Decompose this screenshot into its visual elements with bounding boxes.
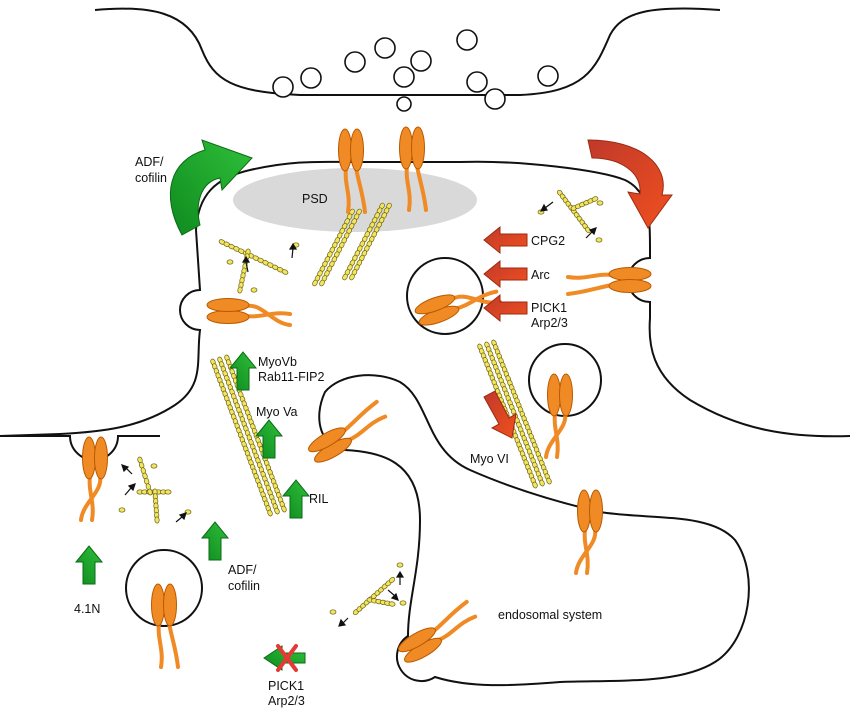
ampa-receptor <box>206 298 292 327</box>
actin-monomer <box>250 287 258 293</box>
ampa-receptor <box>308 399 388 463</box>
ampa-receptor <box>414 289 503 326</box>
actin-monomer <box>118 507 126 513</box>
psd-label: PSD <box>302 192 328 206</box>
arc-label: Arc <box>531 268 550 282</box>
curved-red-arrow-icon <box>587 139 673 229</box>
red-arrows-left <box>483 225 528 323</box>
red-arrow-icon <box>483 225 528 255</box>
green-arrow-icon <box>228 351 258 391</box>
green-arrows-up <box>74 351 311 585</box>
green-arrow-icon <box>281 479 311 519</box>
actin-monomer <box>399 600 407 606</box>
actin-filament <box>491 339 552 485</box>
actin-monomer <box>596 200 604 206</box>
vesicle <box>537 65 559 87</box>
red-arrow-icon <box>483 293 528 323</box>
protein-41n-label: 4.1N <box>74 602 100 616</box>
pick1-arp23-right-label: PICK1 Arp2/3 <box>531 301 571 330</box>
actin-filament <box>319 208 362 287</box>
vesicle <box>344 51 366 73</box>
actin-filaments <box>118 189 604 615</box>
red-arrow-icon <box>483 259 528 289</box>
curved-green-arrow-icon <box>169 139 253 236</box>
spine-neck-left <box>0 229 202 437</box>
green-arrow-icon <box>200 521 230 561</box>
ril-label: RIL <box>309 492 329 506</box>
actin-filament <box>352 577 396 615</box>
cpg2-label: CPG2 <box>531 234 565 248</box>
actin-filament <box>237 248 251 294</box>
recycling-vesicle-bottom <box>125 549 203 627</box>
presynaptic-membrane <box>94 7 721 96</box>
synaptic-vesicles <box>272 29 559 112</box>
fusing-vesicle <box>396 96 412 112</box>
adf-cofilin-top-label: ADF/ cofilin <box>135 155 167 185</box>
vesicle <box>466 71 488 93</box>
ampa-receptor <box>151 583 180 669</box>
vesicle <box>484 88 506 110</box>
actin-monomer <box>595 237 603 243</box>
actin-filament <box>217 356 280 515</box>
vesicle <box>456 29 478 51</box>
actin-filament <box>152 488 160 524</box>
endocytic-vesicles <box>125 257 602 627</box>
vesicle <box>410 50 432 72</box>
vesicle <box>272 76 294 98</box>
ampa-receptor <box>574 489 603 575</box>
green-arrow-icon <box>254 419 284 459</box>
actin-filament <box>137 456 153 496</box>
actin-filament <box>570 196 599 211</box>
ampa-receptor <box>544 373 573 459</box>
ampa-receptor <box>399 126 428 212</box>
myovb-rab11-label: MyoVb Rab11-FIP2 <box>258 355 325 384</box>
ampa-receptors <box>79 126 652 669</box>
green-arrow-icon <box>74 545 104 585</box>
actin-filament <box>210 358 273 517</box>
actin-filament <box>312 208 355 287</box>
psd-ellipse <box>233 168 477 232</box>
actin-filament <box>366 597 396 607</box>
myova-label: Myo Va <box>256 405 297 419</box>
vesicle <box>393 66 415 88</box>
ampa-receptor <box>398 599 478 663</box>
endosomal-system-label: endosomal system <box>498 608 602 622</box>
actin-filament <box>218 239 289 275</box>
actin-monomer <box>226 259 234 265</box>
actin-filament <box>557 189 591 234</box>
spine-membrane <box>195 160 850 438</box>
vesicle <box>300 67 322 89</box>
actin-filament <box>349 202 392 281</box>
actin-monomer <box>329 609 337 615</box>
ampa-receptor <box>79 436 108 522</box>
endosome-membrane <box>318 374 750 687</box>
ampa-receptor <box>338 128 367 214</box>
pick1-arp23-bottom-label: PICK1 Arp2/3 <box>268 679 308 708</box>
actin-filament <box>342 202 385 281</box>
ampa-receptor <box>566 267 652 296</box>
vesicle <box>374 37 396 59</box>
red-arrow-icon <box>483 390 517 439</box>
red-cross-icon <box>276 644 298 672</box>
monomer-arrows <box>121 201 597 627</box>
actin-monomer <box>396 562 404 568</box>
myovi-label: Myo VI <box>470 452 509 466</box>
adf-cofilin-bottom-label: ADF/ cofilin <box>228 563 260 593</box>
actin-monomer <box>150 463 158 469</box>
dendrite-bottom-membrane <box>0 435 160 461</box>
actin-filament <box>484 341 545 487</box>
